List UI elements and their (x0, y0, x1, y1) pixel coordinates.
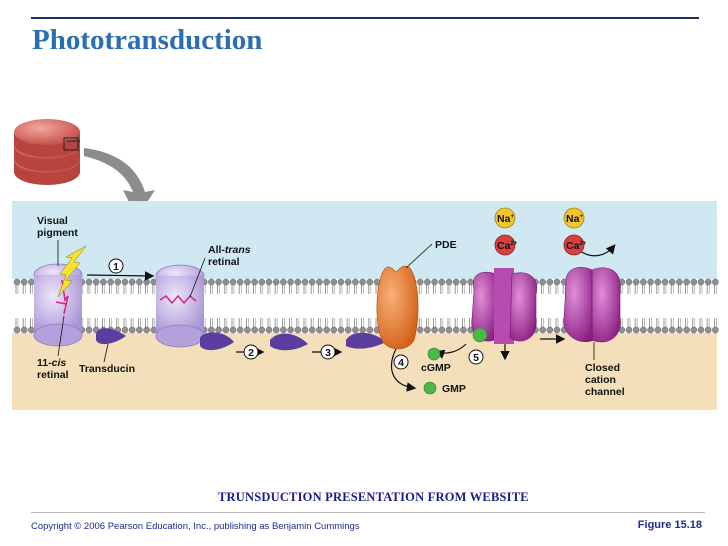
title-rule (31, 17, 699, 19)
cgmp-molecules (427, 327, 488, 361)
step-marker-5: 5 (468, 349, 484, 365)
svg-text:4: 4 (398, 357, 404, 369)
ca-label-1: Ca2+ (497, 240, 518, 252)
label-visual-pigment-2: pigment (37, 227, 78, 239)
visual-pigment-rhodopsin (33, 263, 83, 347)
svg-text:3: 3 (325, 347, 331, 359)
closed-cation-channel (563, 267, 621, 360)
extracellular-space (12, 201, 717, 279)
svg-text:5: 5 (473, 352, 479, 364)
na-label-1: Na+ (497, 213, 514, 225)
label-transducin: Transducin (79, 363, 135, 375)
label-pde: PDE (435, 239, 457, 251)
label-gmp: GMP (442, 383, 466, 395)
label-cis-retinal-1: 11-cis (37, 357, 66, 369)
open-cation-channel (471, 268, 537, 344)
svg-text:1: 1 (113, 261, 119, 273)
step-markers: 1 2 3 4 5 (108, 258, 484, 370)
label-all-trans-2: retinal (208, 256, 240, 268)
light-bolt-icon (57, 245, 87, 298)
gmp-molecule (423, 381, 437, 395)
figure-number: Figure 15.18 (637, 519, 702, 531)
label-cis-retinal-2: retinal (37, 369, 69, 381)
copyright-notice: Copyright © 2006 Pearson Education, Inc.… (31, 521, 360, 532)
page-title: Phototransduction (32, 24, 263, 56)
svg-text:2: 2 (248, 347, 254, 359)
label-closed: Closed (585, 362, 620, 374)
label-all-trans-1: All-trans (208, 244, 251, 256)
label-cgmp: cGMP (421, 362, 451, 374)
step-marker-3: 3 (320, 344, 336, 360)
transducin-molecules (96, 328, 386, 351)
footer-rule (31, 512, 705, 513)
label-cation: cation (585, 374, 616, 386)
disc-stack (14, 119, 80, 185)
visual-pigment-activated (155, 257, 206, 348)
ions (494, 207, 585, 256)
na-label-2: Na+ (566, 213, 583, 225)
step-marker-4: 4 (393, 354, 409, 370)
caption: TRUNSDUCTION PRESENTATION FROM WEBSITE (218, 490, 529, 504)
label-channel: channel (585, 386, 625, 398)
step-marker-2: 2 (243, 344, 259, 360)
step-marker-1: 1 (108, 258, 124, 274)
label-visual-pigment-1: Visual (37, 215, 68, 227)
pde-enzyme (376, 243, 433, 350)
ca-label-2: Ca2+ (566, 240, 587, 252)
zoom-arrow (84, 148, 155, 218)
